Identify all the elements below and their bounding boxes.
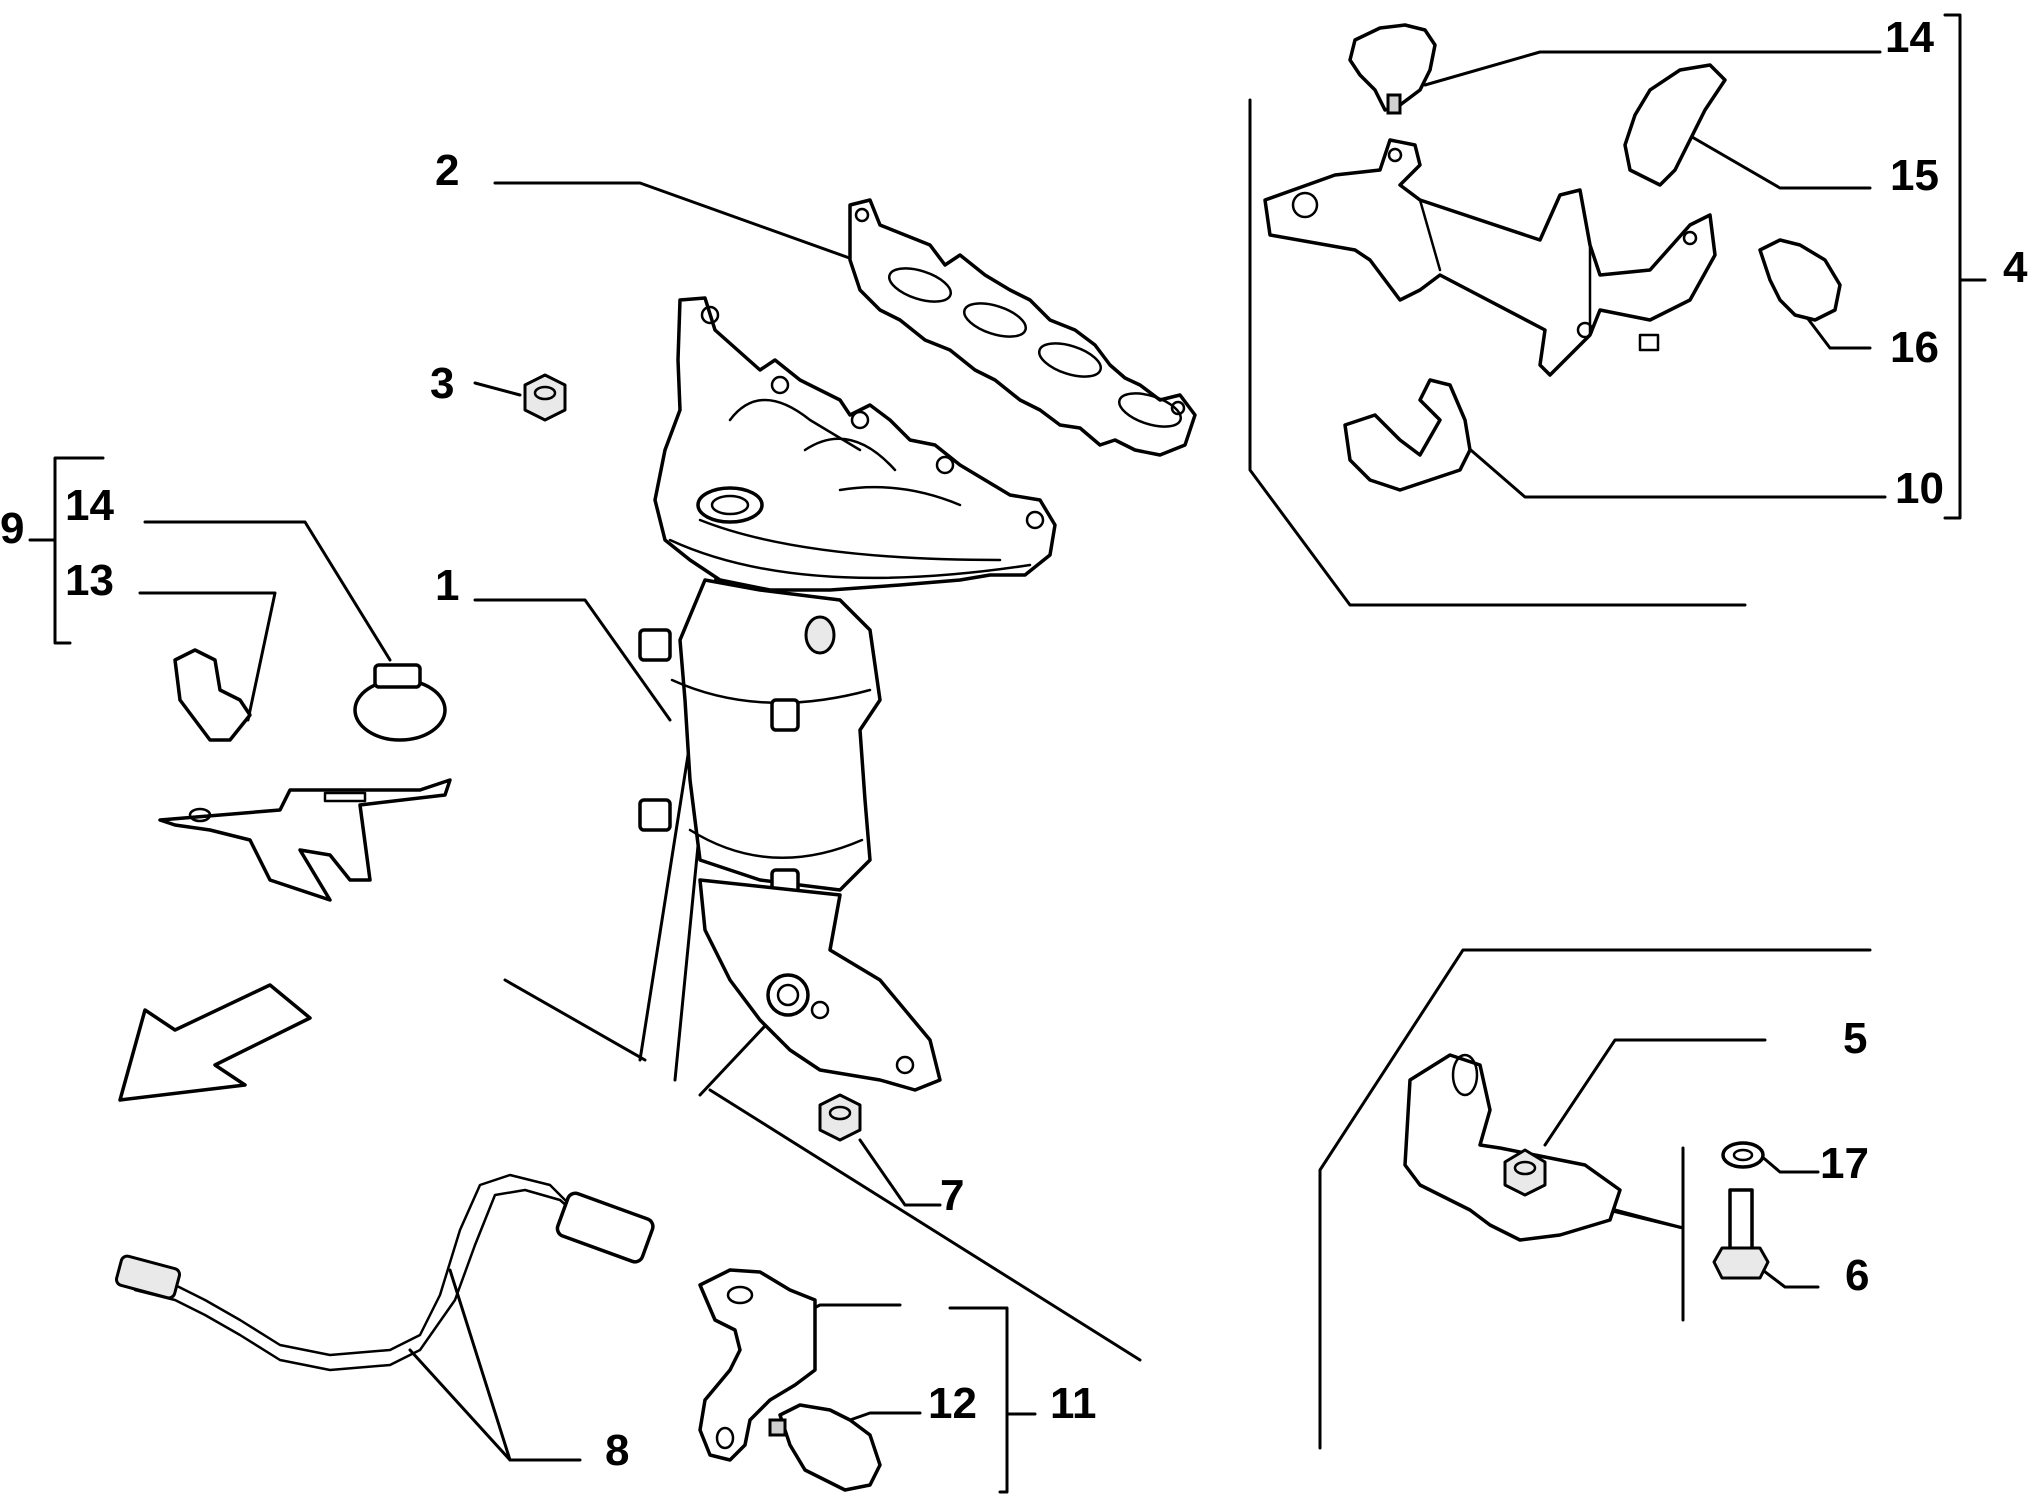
callout-11: 11: [1050, 1379, 1097, 1428]
callout-2: 2: [435, 146, 459, 195]
callout-15: 15: [1890, 151, 1939, 200]
support-bracket-5: [1403, 1053, 1622, 1242]
leader-lines: [138, 50, 1887, 1462]
callout-6: 6: [1845, 1251, 1869, 1300]
callout-1: 1: [435, 561, 459, 610]
callout-14-top: 14: [1885, 13, 1934, 62]
callout-14-left: 14: [65, 481, 114, 530]
nut-3: [523, 373, 567, 422]
nut-7: [818, 1093, 862, 1142]
callout-16: 16: [1890, 323, 1939, 372]
exhaust-manifold-catalytic-converter: [638, 296, 1057, 1092]
direction-arrow-icon: [118, 983, 312, 1102]
callout-4: 4: [2003, 243, 2028, 292]
heat-shield-bracket-assembly: [1263, 23, 1842, 492]
callout-9: 9: [0, 504, 24, 553]
callout-labels: 1 2 3 4 5 6 7 8 9 10 11 12 13 14 14 15 1…: [0, 13, 2028, 1475]
manifold-gasket: [848, 198, 1197, 457]
reference-lines: [28, 13, 1987, 1494]
bolt-6: [1712, 1188, 1770, 1280]
callout-17: 17: [1820, 1139, 1869, 1188]
callout-13: 13: [65, 556, 114, 605]
bracket-assembly-11: [698, 1268, 882, 1492]
callout-7: 7: [940, 1171, 964, 1220]
callout-8: 8: [605, 1426, 629, 1475]
callout-12: 12: [928, 1379, 977, 1428]
callout-10: 10: [1895, 464, 1944, 513]
washer-17: [1721, 1141, 1765, 1169]
bracket-assembly-9: [158, 648, 452, 902]
callout-3: 3: [430, 359, 454, 408]
oxygen-sensor: [114, 1173, 655, 1372]
callout-5: 5: [1843, 1014, 1867, 1063]
